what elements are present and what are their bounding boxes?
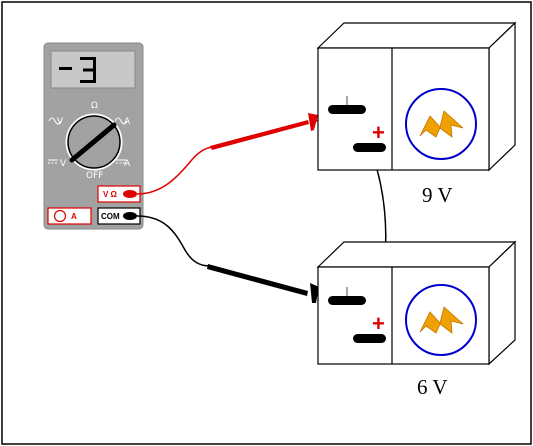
jack-amp-label: A (71, 212, 77, 221)
dial-label-aac: A (124, 117, 131, 127)
red-lead-wire (136, 146, 213, 195)
multimeter: -3 Ω V A V A OFF V Ω (43, 42, 144, 230)
battery-9v-label: 9 V (422, 183, 453, 207)
battery-9v-top (316, 22, 517, 49)
battery-9v: + 9 V (316, 21, 517, 207)
battery-6v-positive-terminal (353, 334, 386, 343)
battery-6v-label: 6 V (417, 375, 448, 399)
dial-pointer (69, 122, 117, 163)
jack-volt-ohm-label: V Ω (103, 190, 118, 199)
dc-current-icon (116, 159, 126, 164)
ac-voltage-icon (48, 117, 62, 125)
jack-volt-ohm-socket (123, 190, 137, 198)
jack-com-label: COM (101, 212, 120, 221)
battery-6v-top (316, 241, 517, 268)
digit-seg-g (83, 68, 96, 72)
red-probe-body (210, 120, 309, 150)
digit-minus (59, 67, 72, 70)
selector-dial[interactable] (65, 113, 123, 171)
dial-label-adc: A (124, 159, 131, 169)
dial-label-off: OFF (86, 171, 103, 181)
black-probe-guard (310, 283, 319, 303)
dial-label-vdc: V (60, 159, 67, 169)
jack-com[interactable]: COM (97, 207, 141, 225)
battery-9v-plus: + (372, 120, 385, 145)
ac-current-icon (114, 117, 128, 125)
battery-9v-negative-terminal (328, 105, 366, 114)
display-digits: -3 (59, 57, 132, 83)
black-lead-wire (136, 215, 211, 267)
battery-9v-side (488, 21, 516, 172)
jack-amp[interactable]: A (47, 207, 92, 225)
dial-label-vac: V (57, 117, 64, 127)
black-probe-body (207, 264, 308, 296)
lightning-bolt-icon (419, 306, 464, 334)
lightning-bolt-icon (419, 110, 464, 138)
battery-6v-plus: + (372, 311, 385, 336)
digit-seg-d (80, 80, 96, 83)
jack-amp-box (47, 207, 92, 225)
display-reading: -3 (130, 59, 132, 61)
red-probe-guard (308, 113, 318, 131)
jack-volt-ohm[interactable]: V Ω (97, 185, 141, 203)
jack-amp-socket (53, 209, 67, 223)
battery-6v: + 6 V (316, 240, 517, 399)
dc-voltage-icon (48, 159, 58, 164)
battery-9v-positive-terminal (353, 143, 386, 152)
digit-seg-a (80, 57, 96, 60)
dial-label-ohm: Ω (91, 101, 98, 111)
battery-6v-negative-terminal (328, 296, 366, 305)
jack-com-socket (123, 212, 137, 220)
